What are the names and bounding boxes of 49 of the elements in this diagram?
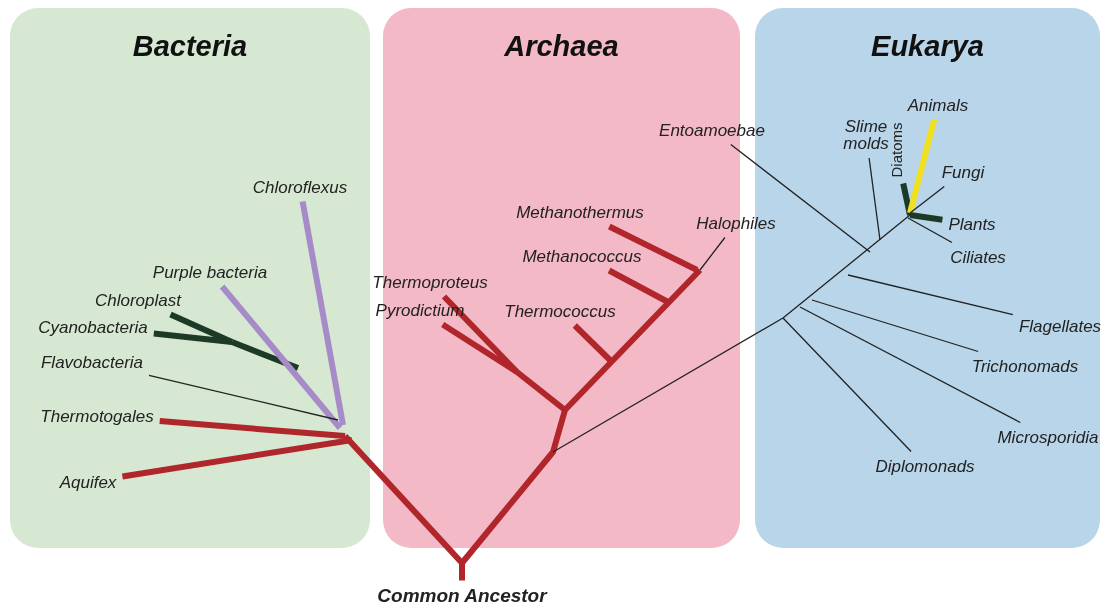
tree-branch	[607, 223, 699, 273]
tree-branch	[299, 200, 346, 426]
taxon-label: Animals	[907, 96, 969, 114]
tree-branch	[159, 418, 346, 439]
tree-branch	[909, 212, 943, 223]
tree-branch	[811, 299, 979, 353]
taxon-label: Cyanobacteria	[38, 318, 148, 336]
domain-title: Bacteria	[131, 30, 249, 63]
tree-branch	[847, 274, 1014, 316]
tree-branch	[148, 374, 339, 421]
tree-branch	[868, 157, 881, 241]
domain-panel	[10, 8, 370, 548]
taxon-label: Fungi	[941, 163, 985, 181]
taxon-label: Diplomonads	[875, 457, 975, 475]
tree-branch	[909, 185, 945, 214]
tree-branch	[900, 182, 913, 216]
tree-branch	[219, 284, 343, 430]
taxon-label: Thermococcus	[504, 302, 616, 320]
taxon-label: Thermotogales	[40, 407, 154, 425]
taxon-label: Flagellates	[1018, 317, 1102, 335]
tree-branch	[572, 323, 615, 365]
taxon-label: Entoamoebae	[659, 121, 765, 139]
tree-branch	[459, 563, 465, 581]
tree-branch	[699, 236, 726, 271]
taxon-label: Aquifex	[59, 473, 117, 491]
taxon-label: Flavobacteria	[40, 353, 144, 371]
tree-branch	[607, 267, 670, 305]
taxon-label: Purple bacteria	[152, 263, 268, 281]
taxon-label: Thermoproteus	[372, 273, 488, 291]
taxon-label: Trichonomads	[971, 357, 1079, 375]
tree-branch	[907, 118, 938, 214]
taxon-label: Ciliates	[950, 248, 1006, 266]
taxon-label: Diatoms	[887, 122, 905, 178]
domain-title: Eukarya	[870, 30, 985, 63]
domain-title: Archaea	[503, 30, 620, 63]
tree-branch	[907, 217, 953, 244]
tree-branch	[799, 306, 1021, 424]
tree-branch	[782, 317, 912, 453]
tree-branch	[121, 437, 353, 480]
taxon-label: Halophiles	[696, 214, 776, 232]
taxon-label: Methanococcus	[522, 247, 642, 265]
taxon-label: Methanothermus	[516, 203, 644, 221]
taxon-label: Plants	[948, 215, 996, 233]
taxon-label: Chloroflexus	[252, 178, 348, 196]
tree-branch	[441, 321, 519, 375]
tree-branch	[153, 330, 233, 345]
taxon-label: Chloroplast	[95, 291, 181, 309]
taxon-label: Microsporidia	[997, 428, 1099, 446]
root-label: Common Ancestor	[377, 586, 547, 604]
